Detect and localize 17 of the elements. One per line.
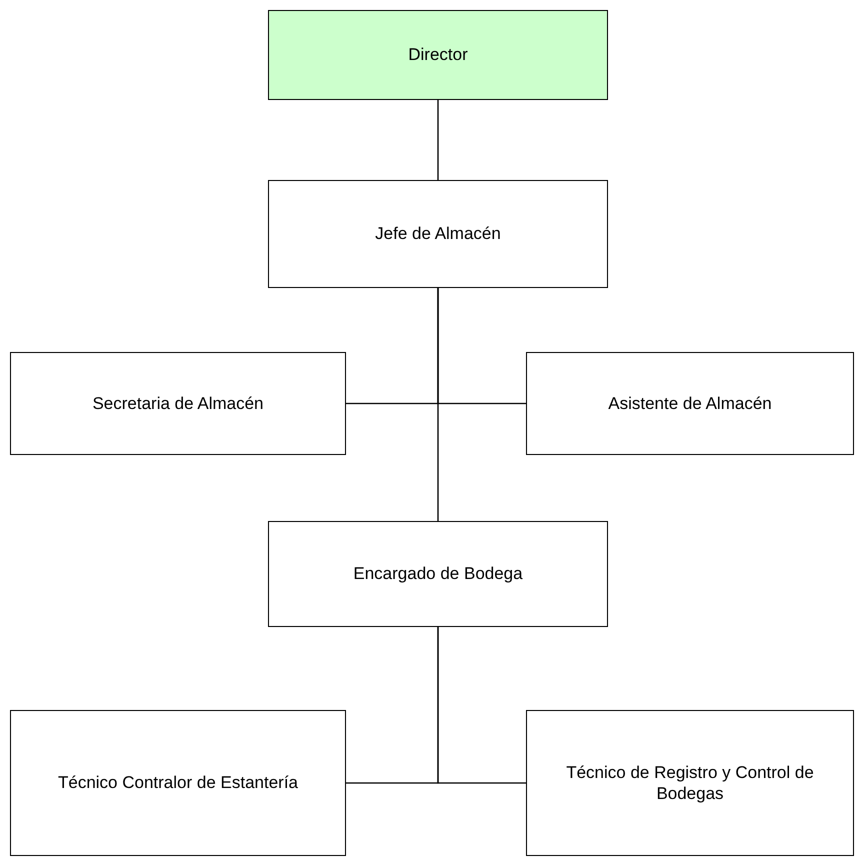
role-box	[10, 352, 346, 455]
role-label: Director	[407, 44, 469, 66]
role-label: Secretaria de Almacén	[91, 392, 265, 414]
connector-line	[437, 100, 439, 180]
role-box	[268, 521, 608, 627]
role-label: Asistente de Almacén	[607, 392, 773, 414]
role-box	[10, 710, 346, 856]
connector-line	[437, 627, 526, 784]
role-box	[526, 352, 854, 455]
role-box	[268, 180, 608, 288]
role-label: Encargado de Bodega	[352, 563, 524, 585]
title-box	[268, 10, 608, 100]
role-label: Técnico Contralor de Estantería	[56, 772, 299, 794]
role-box	[526, 710, 854, 856]
role-label: Técnico de Registro y Control de Bodegas	[565, 762, 815, 804]
role-label: Jefe de Almacén	[374, 223, 502, 245]
connector-line	[437, 288, 439, 521]
